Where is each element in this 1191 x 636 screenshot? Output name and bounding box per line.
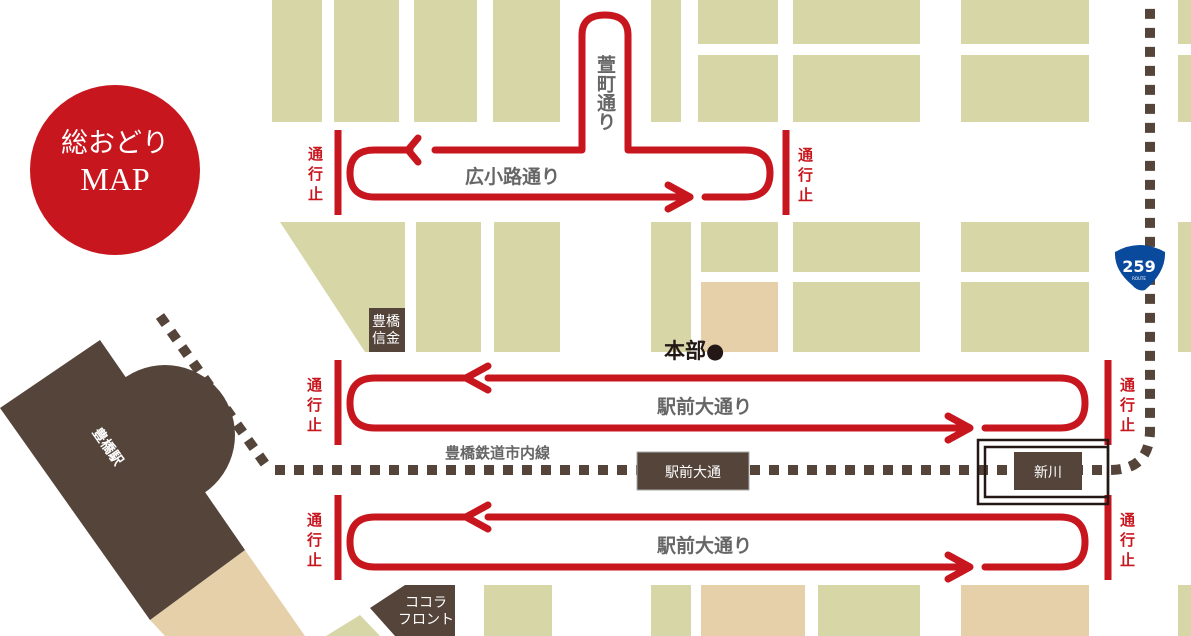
svg-text:行: 行 [306,531,322,549]
road-kayacho: 萱町通り [594,55,616,131]
svg-text:通: 通 [307,376,322,394]
closure-bars [334,130,1112,580]
svg-text:行: 行 [1119,396,1135,414]
svg-text:止: 止 [1120,551,1135,569]
svg-text:ココラ: ココラ [405,595,447,611]
svg-text:行: 行 [306,396,322,414]
closure-labels: 通行止 通行止 通行止 通行止 通行止 通行止 [306,146,1135,569]
svg-text:信金: 信金 [372,331,400,347]
svg-text:行: 行 [1119,531,1135,549]
road-ekimae-1: 駅前大通り [656,395,752,418]
svg-text:止: 止 [307,416,322,434]
svg-text:MAP: MAP [80,161,149,197]
svg-text:通: 通 [1120,376,1135,394]
svg-text:行: 行 [797,166,813,184]
shinkin-bank: 豊橋 信金 [369,308,405,352]
tram-stop-shinkawa: 新川 [976,438,1110,506]
honbu-label: 本部● [664,339,724,363]
svg-text:止: 止 [307,551,322,569]
city-blocks [272,0,1191,636]
road-ekimae-2: 駅前大通り [656,534,752,557]
svg-text:通: 通 [1120,511,1135,529]
svg-text:通: 通 [307,511,322,529]
svg-text:ROUTE: ROUTE [1132,276,1146,281]
svg-text:止: 止 [798,186,813,204]
svg-text:新川: 新川 [1034,465,1062,481]
svg-text:259: 259 [1122,257,1155,276]
route-259-sign: 259 ROUTE [1114,245,1166,291]
tram-line-label: 豊橋鉄道市内線 [445,444,550,462]
map-logo: 総おどり MAP [30,85,200,255]
tram-stop-ekimae: 駅前大通 [636,451,750,491]
svg-text:通: 通 [798,146,813,164]
svg-text:総おどり: 総おどり [61,128,169,159]
toyohashi-station: 豊橋駅 [0,340,305,636]
closure-label-hirokoji-west: 通行止 [306,146,324,206]
svg-text:フロント: フロント [398,612,454,628]
tram-line [155,0,1155,475]
svg-text:豊橋: 豊橋 [372,314,400,330]
svg-text:駅前大通: 駅前大通 [665,464,721,481]
parade-routes [346,11,1089,583]
svg-text:止: 止 [1120,416,1135,434]
cocola-front: ココラ フロント [370,585,455,636]
road-hirokoji: 広小路通り [465,165,560,188]
